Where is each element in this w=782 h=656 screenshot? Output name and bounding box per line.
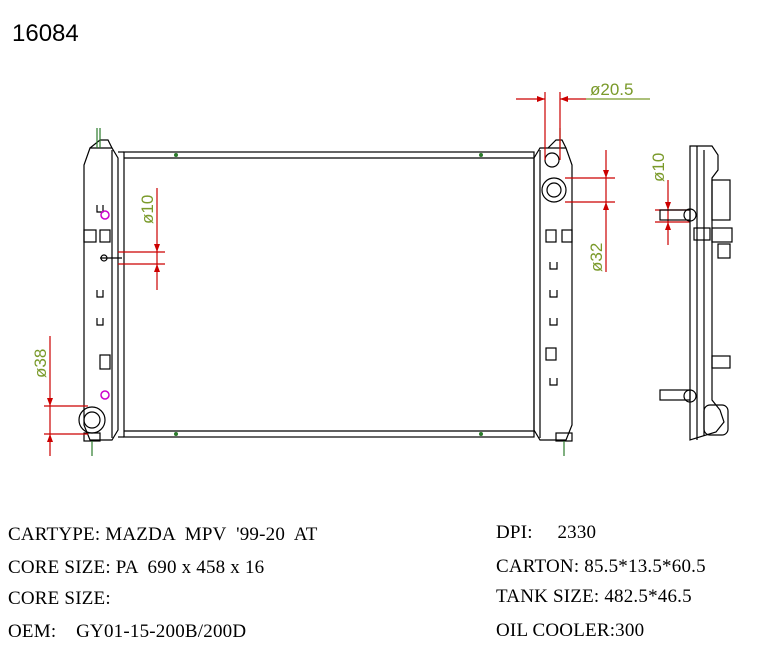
side-view	[659, 145, 733, 441]
upper-tank-dia-label: ø32	[587, 243, 606, 272]
core-pins	[174, 153, 483, 436]
inlet-neck	[544, 152, 560, 168]
spec-dpi: DPI: 2330	[496, 522, 597, 543]
inlet-dia-label: ø20.5	[590, 80, 633, 99]
right-tank	[533, 147, 573, 441]
spec-oil-cooler: OIL COOLER:300	[496, 620, 645, 641]
outlet-dia-label: ø38	[31, 349, 50, 378]
radiator-core	[123, 151, 535, 438]
spec-cartype: CARTYPE: MAZDA MPV '99-20 AT	[8, 524, 318, 545]
bracket-hole-dia-label: ø10	[138, 195, 157, 224]
spec-tank-size: TANK SIZE: 482.5*46.5	[496, 586, 692, 607]
left-tank	[83, 147, 119, 441]
spec-oem: OEM: GY01-15-200B/200D	[8, 621, 247, 642]
front-view	[78, 128, 573, 456]
part-number: 16084	[12, 20, 79, 47]
spec-carton: CARTON: 85.5*13.5*60.5	[496, 556, 706, 577]
side-hole-dia-label: ø10	[649, 153, 668, 182]
spec-core-size: CORE SIZE: PA 690 x 458 x 16	[8, 557, 265, 578]
outlet-pipe	[78, 406, 106, 434]
upper-pipe	[541, 177, 567, 203]
dimension-lines	[44, 92, 690, 456]
fitting-icon	[100, 210, 110, 400]
spec-core-size-2: CORE SIZE:	[8, 588, 111, 609]
